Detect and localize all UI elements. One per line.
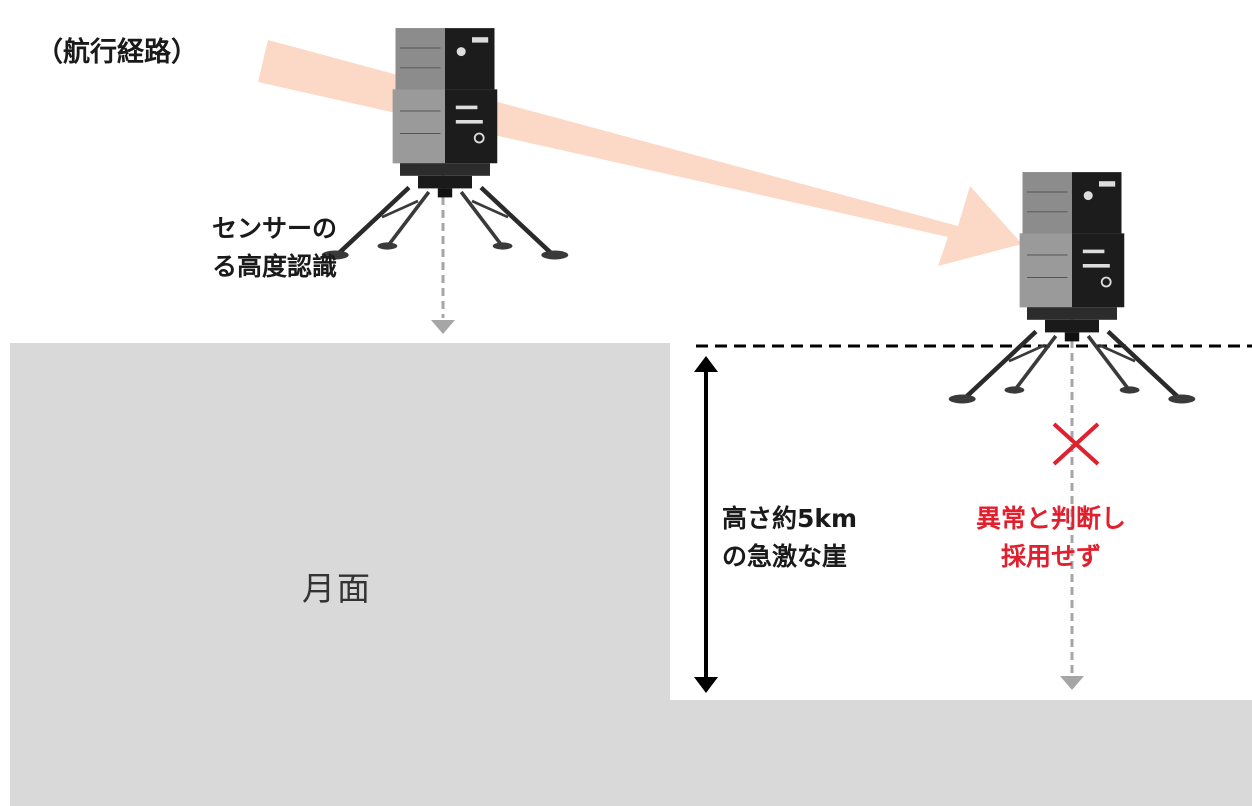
cliff-height-label-line: の急激な崖 — [722, 542, 848, 571]
lunar-surface — [10, 343, 1252, 806]
sensor-altitude-label-line: る高度認識 — [212, 252, 338, 281]
sensor-altitude-label-line: センサーの — [212, 214, 338, 243]
lunar-lander-icon — [322, 28, 569, 259]
cliff-height-arrowhead-bottom — [694, 677, 718, 693]
lunar-surface-label: 月面 — [302, 569, 372, 608]
reject-label-line: 採用せず — [1001, 542, 1102, 571]
cliff-height-arrowhead-top — [694, 356, 718, 372]
cliff-height-label: 高さ約5km の急激な崖 — [722, 500, 857, 576]
sensor-beam-left-arrowhead — [431, 320, 455, 334]
sensor-beam-right-arrowhead — [1060, 676, 1084, 690]
cliff-height-label-line: 高さ約5km — [722, 504, 858, 533]
reject-label: 異常と判断し 採用せず — [976, 500, 1126, 576]
sensor-altitude-label: センサーの る高度認識 — [212, 210, 337, 286]
route-label: （航行経路） — [36, 37, 198, 68]
reject-label-line: 異常と判断し — [976, 504, 1127, 533]
cross-icon — [1052, 422, 1100, 466]
route-arrow — [258, 40, 1022, 266]
